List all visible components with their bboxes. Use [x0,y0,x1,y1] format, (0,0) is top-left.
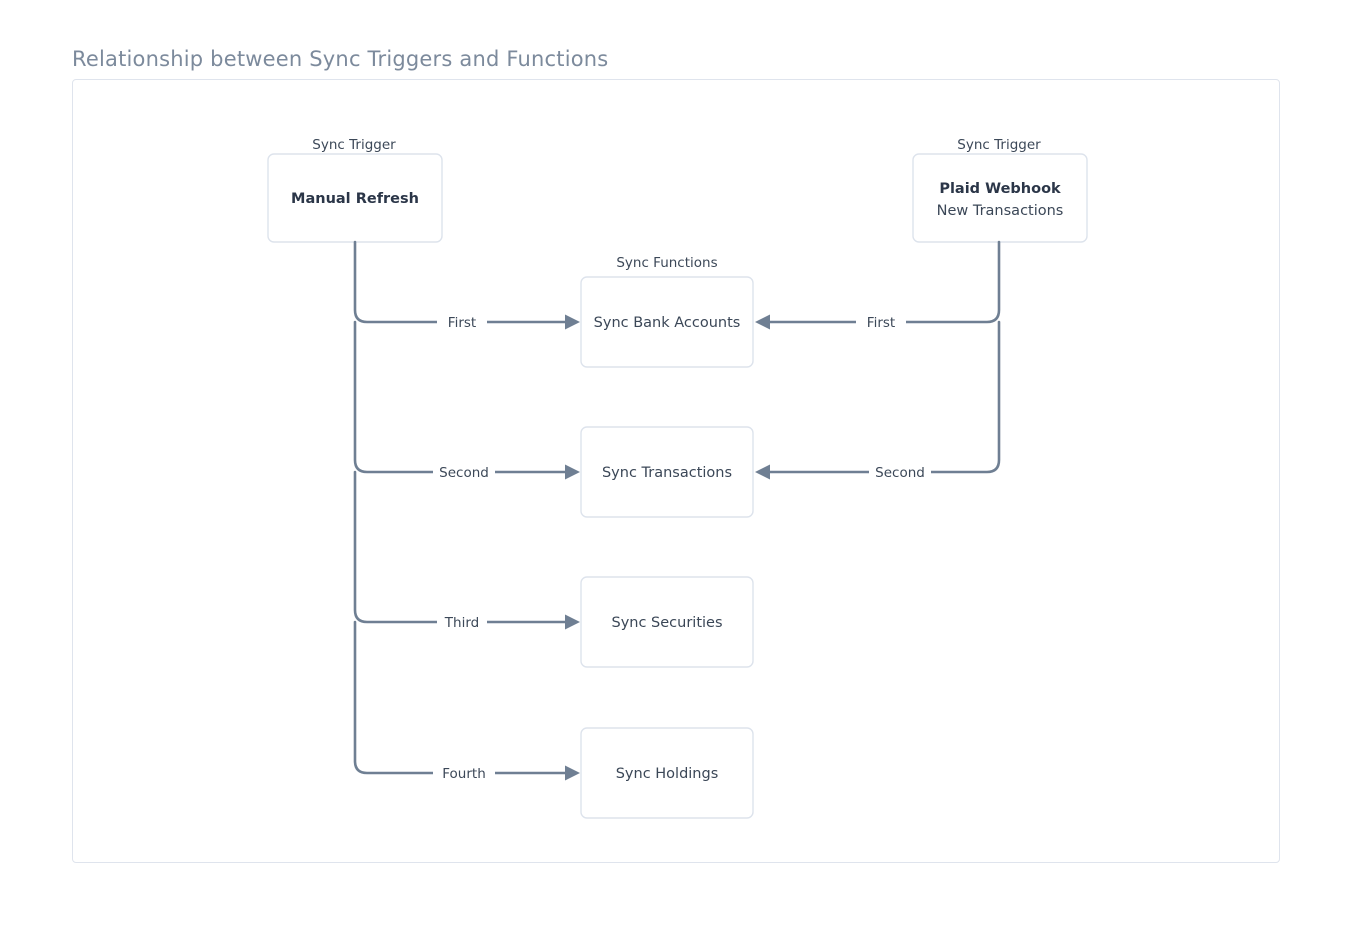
edge-plaid-second-label-bg [869,463,931,481]
caption-sync-functions: Sync Functions [616,255,717,271]
edge-plaid-first-label-bg [856,313,906,331]
edge-manual-first-label-bg [437,313,487,331]
edge-manual-third-label: Third [444,615,479,631]
node-sync-transactions-label: Sync Transactions [602,465,732,481]
edge-manual-second-label: Second [439,465,489,481]
edge-manual-third-label-bg [437,613,487,631]
edge-plaid-second-label: Second [875,465,925,481]
diagram-card: Sync Trigger Manual Refresh Sync Trigger… [72,79,1280,863]
node-sync-bank-accounts-box[interactable] [580,276,754,368]
edge-manual-third-path [353,470,567,624]
node-plaid-webhook-title: Plaid Webhook [939,181,1061,197]
caption-sync-trigger-left: Sync Trigger [312,137,396,153]
edge-manual-fourth-path [353,620,567,775]
edge-manual-first-arrowhead [565,314,580,330]
caption-sync-trigger-right: Sync Trigger [957,137,1041,153]
node-sync-securities[interactable]: Sync Securities [580,576,754,668]
edge-plaid-second-path [768,320,1001,474]
edge-manual-second-path [353,320,567,474]
edge-manual-first-path [353,240,567,324]
node-plaid-webhook-box[interactable] [912,153,1088,243]
node-sync-transactions[interactable]: Sync Transactions [580,426,754,518]
node-sync-securities-label: Sync Securities [611,615,722,631]
node-sync-securities-box[interactable] [580,576,754,668]
node-manual-refresh[interactable]: Manual Refresh [267,153,443,243]
edge-manual-second-arrowhead [565,464,580,480]
node-sync-holdings[interactable]: Sync Holdings [580,727,754,819]
node-manual-refresh-label: Manual Refresh [291,191,419,207]
edge-manual-fourth-label-bg [433,764,495,782]
edge-plaid-second-arrowhead [755,464,770,480]
edge-manual-fourth-arrowhead [565,765,580,781]
edge-plaid-first-label: First [867,315,895,331]
edge-manual-second-label-bg [433,463,495,481]
node-sync-holdings-box[interactable] [580,727,754,819]
node-plaid-webhook-subtitle: New Transactions [937,203,1064,219]
edge-plaid-first-arrowhead [755,314,770,330]
edge-manual-first-label: First [448,315,476,331]
node-sync-bank-accounts-label: Sync Bank Accounts [594,315,741,331]
edge-plaid-first-path [768,240,1001,324]
page-title: Relationship between Sync Triggers and F… [72,47,609,71]
node-sync-transactions-box[interactable] [580,426,754,518]
node-sync-holdings-label: Sync Holdings [616,766,719,782]
edge-manual-third-arrowhead [565,614,580,630]
node-sync-bank-accounts[interactable]: Sync Bank Accounts [580,276,754,368]
node-plaid-webhook[interactable]: Plaid Webhook New Transactions [912,153,1088,243]
flowchart-canvas: Sync Trigger Manual Refresh Sync Trigger… [267,137,1088,819]
edge-manual-fourth-label: Fourth [442,766,486,782]
